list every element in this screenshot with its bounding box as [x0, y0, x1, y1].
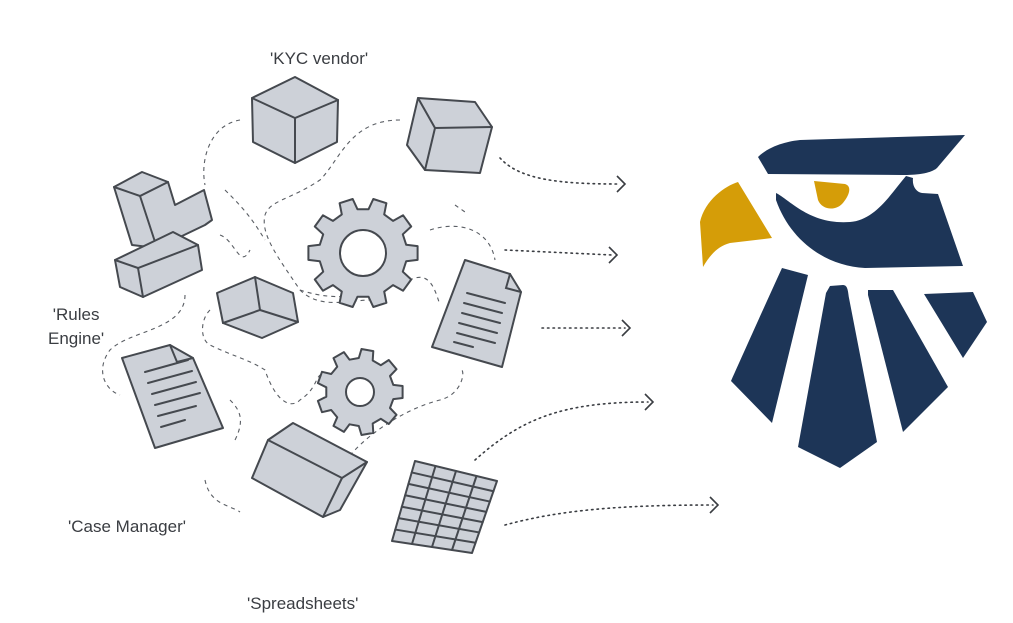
document-icon: [431, 259, 522, 368]
case-manager-document-icon: [121, 344, 224, 449]
cube-icon: [216, 276, 299, 339]
spreadsheets-box-icon: [251, 422, 368, 518]
gear-shape: [307, 198, 419, 308]
dotted-arrows: [474, 157, 720, 526]
gear-icon: [307, 198, 419, 308]
rules-engine-box-icon: [114, 231, 203, 298]
grid-col-line: [411, 465, 437, 545]
label-rules-engine-line2: Engine': [48, 329, 105, 348]
eagle-logo: [700, 135, 987, 468]
grid-col-line: [431, 470, 457, 548]
label-rules-engine: 'Rules Engine': [48, 303, 104, 351]
gear-icon: [316, 348, 404, 436]
label-case-manager: 'Case Manager': [68, 517, 186, 536]
cube-icon: [406, 97, 493, 174]
spreadsheet-grid-icon: [391, 460, 498, 554]
gear-shape: [316, 348, 404, 436]
label-spreadsheets: 'Spreadsheets': [247, 594, 359, 613]
label-rules-engine-line1: 'Rules: [52, 305, 100, 324]
dashed-connectors: [102, 119, 496, 513]
label-kyc-vendor: 'KYC vendor': [270, 49, 369, 68]
kyc-vendor-cube-icon: [251, 76, 339, 164]
grid-col-line: [451, 475, 478, 551]
